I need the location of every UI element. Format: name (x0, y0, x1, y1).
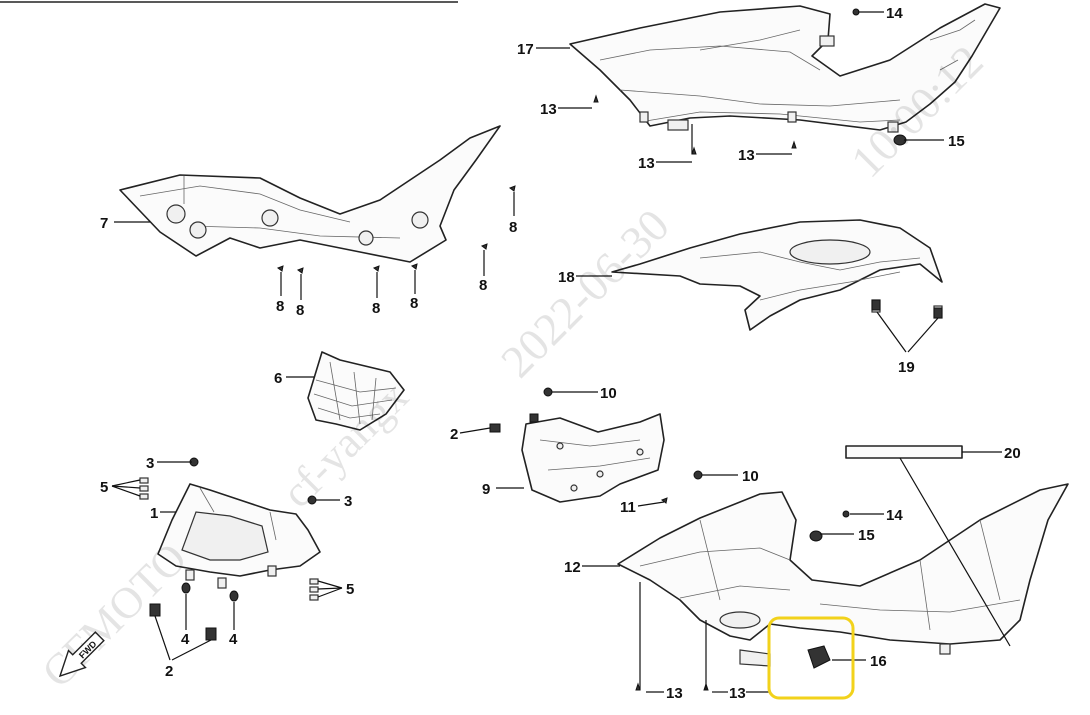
screw-8-icon (480, 243, 488, 250)
nut-4-icon (181, 582, 191, 594)
callout-3: 3 (344, 493, 352, 510)
clip-2-icon (529, 413, 539, 423)
clip-14-icon (842, 510, 850, 518)
callout-13: 13 (729, 685, 746, 702)
callout-labels: 17 13 13 13 14 15 7 8 8 8 8 8 8 18 19 6 … (100, 5, 1021, 702)
callout-10: 10 (742, 468, 759, 485)
watermark-date: 2022-06-30 (491, 199, 679, 387)
callout-8: 8 (296, 302, 304, 319)
callout-13: 13 (638, 155, 655, 172)
callout-6: 6 (274, 370, 282, 387)
callout-1: 1 (150, 505, 158, 522)
callout-9: 9 (482, 481, 490, 498)
callout-14: 14 (886, 5, 903, 22)
part-6-grille (307, 351, 405, 431)
callout-3: 3 (146, 455, 154, 472)
callout-15: 15 (948, 133, 965, 150)
grommet-15-icon (809, 530, 823, 542)
washer-5-icon (309, 578, 319, 585)
highlight-box (767, 616, 855, 700)
clip-2-icon (205, 627, 217, 641)
screw-13-icon (791, 140, 797, 149)
callout-2: 2 (165, 663, 173, 680)
part-17-rear-cover (569, 3, 1001, 133)
callout-7: 7 (100, 215, 108, 232)
part-7-side-cover (119, 125, 501, 263)
callout-5: 5 (100, 479, 108, 496)
part-20-trim-strip (845, 445, 963, 459)
callout-8: 8 (372, 300, 380, 317)
callout-16: 16 (870, 653, 887, 670)
washer-5-icon (139, 477, 149, 484)
part-12-side-panel (617, 483, 1069, 667)
callout-13: 13 (540, 101, 557, 118)
washer-5-icon (309, 594, 319, 601)
leader-lines (111, 11, 1011, 693)
callout-8: 8 (479, 277, 487, 294)
callout-10: 10 (600, 385, 617, 402)
callout-15: 15 (858, 527, 875, 544)
screw-8-icon (296, 267, 304, 274)
washer-5-icon (139, 493, 149, 500)
callout-4: 4 (229, 631, 238, 648)
bolt-10-icon (543, 387, 553, 397)
bolt-10-icon (693, 470, 703, 480)
callout-5: 5 (346, 581, 354, 598)
screw-11-icon (660, 497, 668, 504)
clip-2-icon (489, 423, 501, 433)
screw-13-icon (691, 146, 697, 155)
screw-8-icon (372, 265, 380, 272)
screw-8-icon (410, 263, 418, 270)
callout-20: 20 (1004, 445, 1021, 462)
part-18-inner-cover (611, 219, 943, 331)
screw-8-icon (508, 185, 516, 192)
screw-13-icon (635, 682, 641, 691)
callout-12: 12 (564, 559, 581, 576)
washer-5-icon (309, 586, 319, 593)
callout-8: 8 (410, 295, 418, 312)
callout-17: 17 (517, 41, 534, 58)
callout-2: 2 (450, 426, 458, 443)
nut-4-icon (229, 590, 239, 602)
part-1-front-shroud (157, 483, 321, 589)
clip-19-icon (933, 307, 943, 319)
screw-8-icon (276, 265, 284, 272)
callout-8: 8 (509, 219, 517, 236)
washer-5-icon (139, 485, 149, 492)
callout-13: 13 (738, 147, 755, 164)
callout-19: 19 (898, 359, 915, 376)
callout-8: 8 (276, 298, 284, 315)
callout-11: 11 (620, 499, 636, 516)
callout-14: 14 (886, 507, 903, 524)
callout-13: 13 (666, 685, 683, 702)
part-9-mounting-bracket (521, 413, 665, 503)
clip-19-icon (871, 299, 881, 311)
fasteners (139, 8, 943, 691)
callout-4: 4 (181, 631, 190, 648)
clip-16-icon (807, 645, 831, 669)
callout-18: 18 (558, 269, 575, 286)
screw-13-icon (593, 94, 599, 103)
